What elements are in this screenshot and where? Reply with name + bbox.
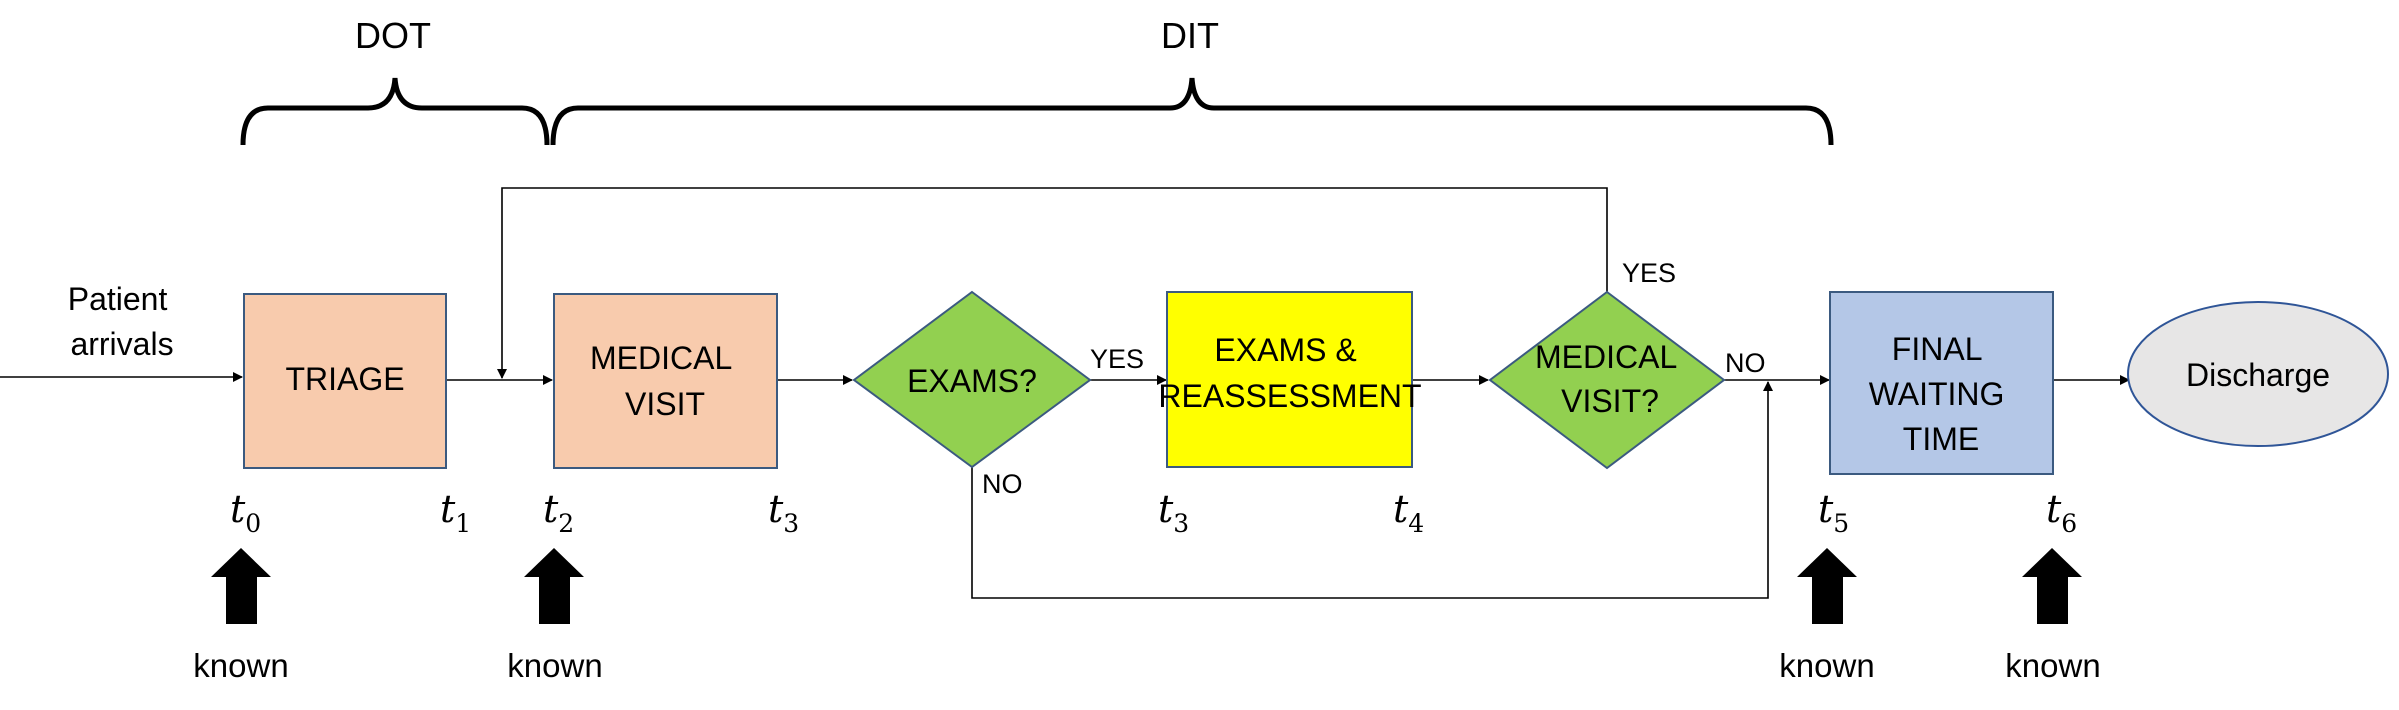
timestamp-t1: t1 <box>440 487 471 538</box>
medical-visit-decision-diamond <box>1488 290 1726 470</box>
medical-visit-no-label: NO <box>1725 348 1766 378</box>
triage-box <box>243 293 447 469</box>
triage-label: TRIAGE <box>285 361 404 397</box>
known-arrow-icon-t0 <box>211 548 271 624</box>
exams-reassessment-label: EXAMS & REASSESSMENT <box>1158 332 1421 414</box>
final-waiting-time-label: FINAL WAITING TIME <box>1869 331 2014 457</box>
discharge-ellipse <box>2127 301 2389 447</box>
medical-visit-box <box>553 293 778 469</box>
exams-yes-label: YES <box>1090 344 1144 374</box>
known-label-t0: known <box>193 647 288 684</box>
exams-decision-diamond <box>852 290 1092 469</box>
exams-reassessment-box <box>1166 291 1413 468</box>
dot-label: DOT <box>355 15 431 56</box>
known-label-t2: known <box>507 647 602 684</box>
timestamp-t3-exams-start: t3 <box>1158 487 1189 538</box>
exams-no-connector <box>971 381 1773 599</box>
known-arrow-icon-t5 <box>1797 548 1857 624</box>
known-arrow-icon-t2 <box>524 548 584 624</box>
medical-visit-yes-label: YES <box>1622 258 1676 288</box>
revisit-loop-connector <box>497 187 1608 379</box>
exams-decision-label: EXAMS? <box>907 363 1037 399</box>
final-waiting-time-box <box>1829 291 2054 475</box>
exams-no-label: NO <box>982 469 1023 499</box>
dit-brace <box>550 77 1834 146</box>
known-label-t6: known <box>2005 647 2100 684</box>
known-arrow-icon-t6 <box>2022 548 2082 624</box>
timestamp-t4: t4 <box>1393 487 1424 538</box>
medical-visit-decision-label: MEDICAL VISIT? <box>1535 339 1685 419</box>
timestamp-t2: t2 <box>543 487 574 538</box>
discharge-label: Discharge <box>2186 357 2330 393</box>
dot-brace <box>240 77 550 146</box>
timestamp-t5: t5 <box>1818 487 1849 538</box>
patient-arrivals-label: Patient arrivals <box>68 281 177 362</box>
timestamp-t6: t6 <box>2046 487 2077 538</box>
timestamp-t0: t0 <box>230 487 261 538</box>
timestamp-t3-visit-end: t3 <box>768 487 799 538</box>
medical-visit-label: MEDICAL VISIT <box>590 340 740 422</box>
dit-label: DIT <box>1161 15 1219 56</box>
known-label-t5: known <box>1779 647 1874 684</box>
